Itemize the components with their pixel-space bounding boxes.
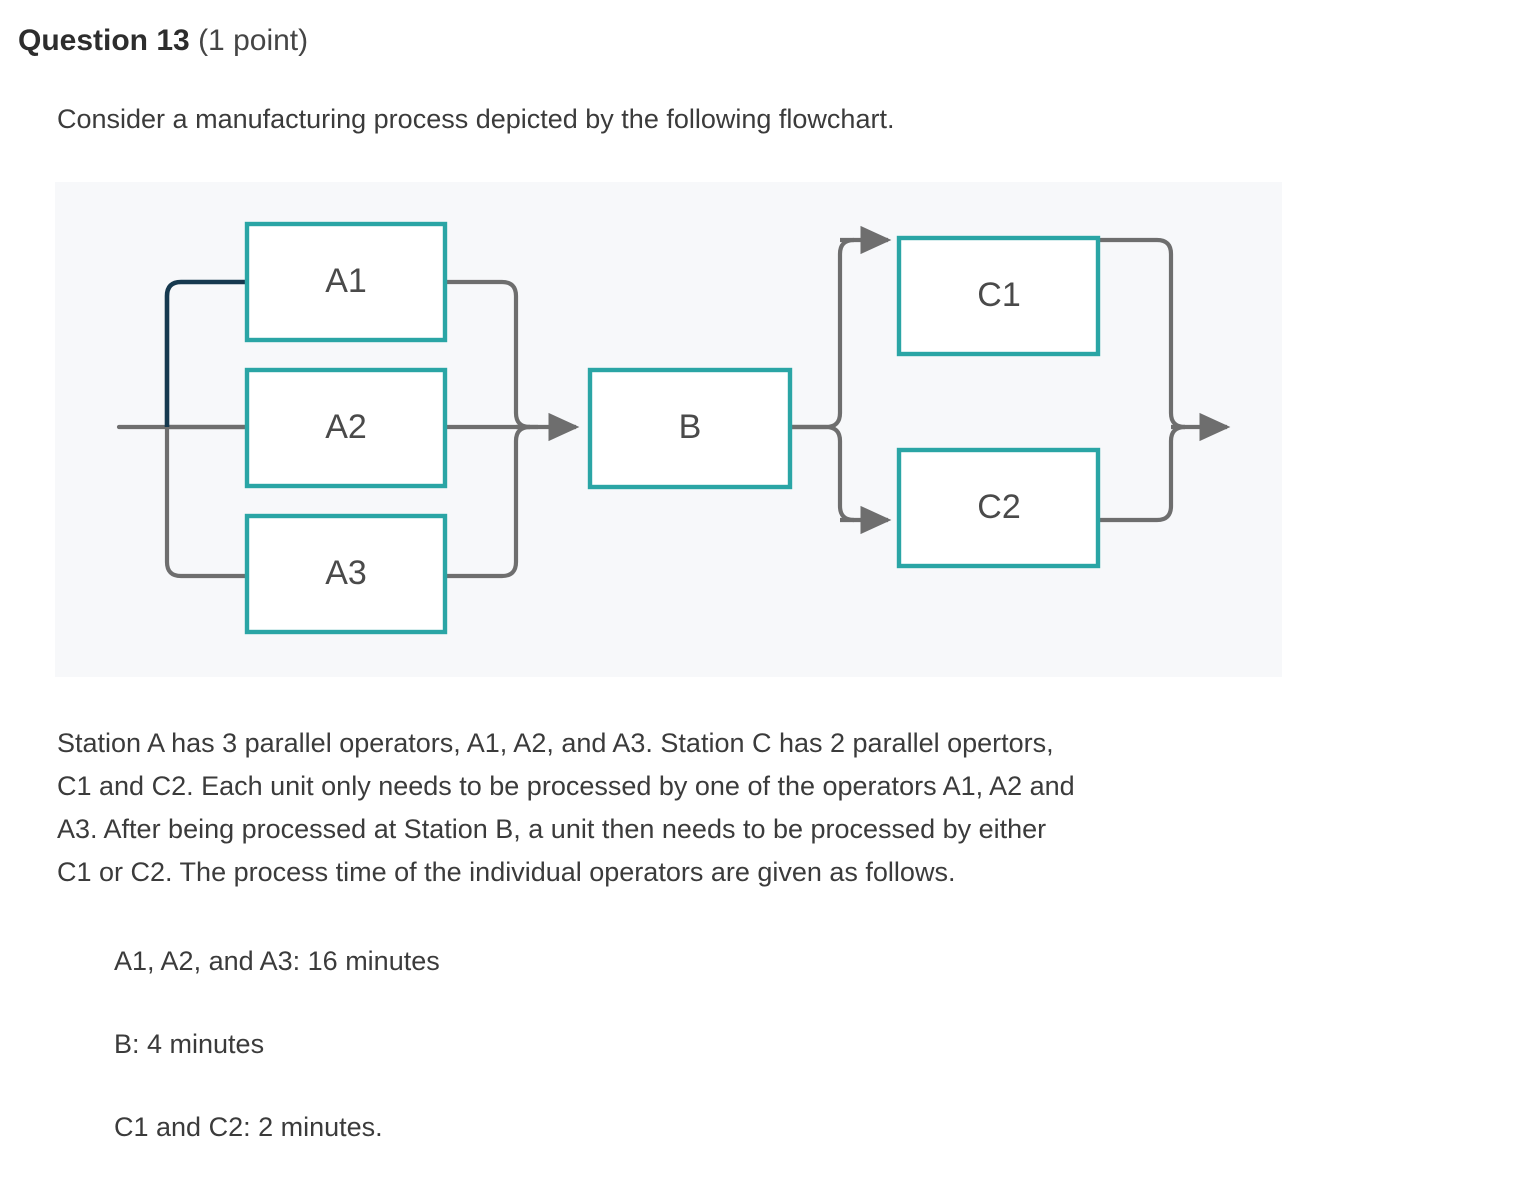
process-time-station-a: A1, A2, and A3: 16 minutes	[114, 946, 440, 976]
flow-node-b-label: B	[679, 408, 702, 446]
question-number: Question 13	[18, 24, 190, 57]
description-line-2: C1 and C2. Each unit only needs to be pr…	[57, 771, 1075, 801]
question-intro: Consider a manufacturing process depicte…	[57, 104, 895, 134]
flow-node-c1[interactable]: C1	[896, 235, 1101, 357]
edge-a3-out	[445, 424, 531, 579]
flow-node-a2[interactable]: A2	[244, 367, 448, 489]
process-time-station-c: C1 and C2: 2 minutes.	[114, 1112, 383, 1142]
description-line-3: A3. After being processed at Station B, …	[57, 814, 1047, 844]
edge-split-to-a1-highlight	[164, 279, 247, 427]
edge-c1-out	[1098, 237, 1186, 430]
flow-node-a2-label: A2	[325, 408, 367, 446]
flow-node-a1[interactable]: A1	[244, 221, 448, 343]
edge-b-to-c1	[790, 237, 855, 430]
flow-node-a3[interactable]: A3	[244, 513, 448, 635]
question-description: Station A has 3 parallel operators, A1, …	[57, 722, 1502, 894]
question-points: (1 point)	[198, 24, 309, 57]
flow-node-c2-label: C2	[977, 488, 1020, 526]
edge-split-to-a3	[164, 427, 247, 579]
description-line-1: Station A has 3 parallel operators, A1, …	[57, 728, 1054, 758]
flowchart-panel: A1 A2 A3 B C1	[55, 182, 1282, 677]
description-line-4: C1 or C2. The process time of the indivi…	[57, 857, 956, 887]
flow-node-c1-label: C1	[977, 276, 1020, 314]
edge-b-to-c2	[790, 424, 855, 523]
edge-a1-out	[445, 279, 531, 430]
flow-node-b[interactable]: B	[587, 367, 793, 490]
process-time-list: A1, A2, and A3: 16 minutes B: 4 minutes …	[114, 942, 1014, 1146]
flow-node-a1-label: A1	[325, 262, 367, 300]
flow-node-a3-label: A3	[325, 554, 367, 592]
flow-node-c2[interactable]: C2	[896, 447, 1101, 569]
flowchart-diagram: A1 A2 A3 B C1	[116, 221, 1231, 635]
question-header: Question 13 (1 point)	[18, 22, 308, 60]
edge-c2-out	[1098, 424, 1186, 523]
process-time-station-b: B: 4 minutes	[114, 1029, 265, 1059]
